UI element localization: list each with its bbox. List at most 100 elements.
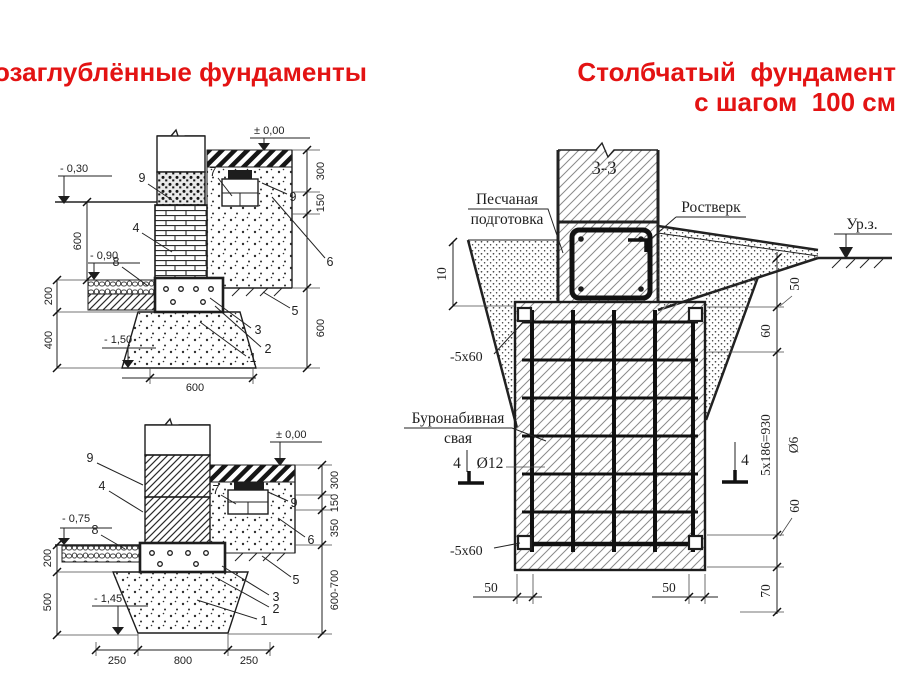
sand-label-leader <box>468 208 564 254</box>
column-upper <box>144 424 211 456</box>
block-7-lines <box>222 192 258 206</box>
mark-zero-flag <box>270 441 322 458</box>
dim-600-700: 600-700 <box>329 570 341 610</box>
dim-60-bottom: 60 <box>787 499 802 513</box>
label-8: 8 <box>113 255 120 269</box>
excavation-slope-right <box>704 276 760 421</box>
leader-9a <box>147 183 173 201</box>
dim-ext-left <box>57 279 138 369</box>
label-6: 6 <box>308 533 315 547</box>
mark-minus-090: - 0,90 <box>90 250 118 262</box>
column-upper <box>156 135 206 173</box>
leader-9a <box>96 462 144 486</box>
mark-minus-150: - 1,50 <box>104 334 132 346</box>
label-6: 6 <box>327 255 334 269</box>
plate-label-bottom: -5x60 <box>450 544 483 559</box>
sand-label-line2: подготовка <box>471 211 544 228</box>
heading-shallow-foundations: озаглублённые фундаменты <box>0 57 367 88</box>
plate-label-bottom-leader <box>493 542 521 549</box>
heading-right-line1: Столбчатый фундамент <box>577 57 896 87</box>
pile-vertical-bars <box>530 310 695 552</box>
dim-dia6: Ø6 <box>786 437 801 454</box>
leader-8 <box>100 534 126 550</box>
leader-3 <box>209 297 252 329</box>
stirrup-corner-bars <box>578 236 644 292</box>
mark-minus-075: - 0,75 <box>62 513 90 525</box>
label-2: 2 <box>273 602 280 616</box>
section4-right-number: 4 <box>741 452 749 469</box>
block-7-lines <box>228 501 268 514</box>
dim-50-bracket <box>779 295 793 307</box>
label-9a: 9 <box>87 451 94 465</box>
rostverk-fill <box>658 226 818 310</box>
sand-label-line1: Песчаная <box>476 191 538 208</box>
footing-rebar-dots <box>163 286 214 305</box>
dim-ticks-right <box>302 145 312 373</box>
mark-zero: ± 0,00 <box>254 125 285 137</box>
leader-9b <box>267 491 289 502</box>
footing-beam <box>153 276 225 314</box>
label-4: 4 <box>133 221 140 235</box>
floor-band <box>209 464 296 483</box>
label-9a: 9 <box>139 171 146 185</box>
stirrup-frame <box>569 227 653 301</box>
stirrup-hook <box>628 238 648 252</box>
leader-1 <box>196 599 258 620</box>
dim-70: 70 <box>758 584 773 598</box>
mark-minus-090-flag <box>88 262 140 272</box>
dim-10-ticks <box>448 237 458 311</box>
dim-300: 300 <box>329 471 341 489</box>
dim-800: 800 <box>174 655 192 667</box>
plate-label-top: -5x60 <box>450 350 483 365</box>
drawing-shallow-foundation-b: ± 0,00 - 0,75 - 1,45 200 500 300 150 350… <box>42 417 341 667</box>
slab-stone-layer <box>87 279 156 295</box>
label-1: 1 <box>250 351 257 365</box>
wall-block-b <box>144 496 211 546</box>
wall-block-a <box>144 454 211 498</box>
dim-60-bottom-bracket <box>779 517 793 537</box>
dim-200: 200 <box>42 549 54 567</box>
leader-2 <box>214 305 262 348</box>
dim-ext-right <box>707 306 784 613</box>
label-9b: 9 <box>290 190 297 204</box>
dim-ext-right <box>228 464 332 635</box>
leader-9b <box>261 182 288 195</box>
dim-50-bottom-ext <box>516 574 706 604</box>
dim-600-left: 600 <box>72 232 84 250</box>
rubble-pad <box>111 571 249 634</box>
dim-ticks-right <box>772 253 782 617</box>
anchor-plates <box>516 306 704 551</box>
pile-label-line2: свая <box>444 430 472 447</box>
mark-minus-150-arrow <box>122 360 134 368</box>
leader-1 <box>199 321 247 357</box>
dim-50-right: 50 <box>662 580 676 595</box>
excavation-slope-left <box>466 239 519 429</box>
ground-hachure <box>831 258 884 269</box>
rostverk-label: Ростверк <box>681 199 741 216</box>
label-3: 3 <box>255 323 262 337</box>
pile-ties <box>522 320 698 514</box>
label-2: 2 <box>265 342 272 356</box>
footing-beam <box>138 541 227 574</box>
label-9b: 9 <box>291 496 298 510</box>
leader-5 <box>261 555 292 578</box>
section4-left-cut-symbol <box>458 471 484 485</box>
section4-right-cut-symbol <box>722 470 748 484</box>
dim-50-top: 50 <box>787 277 802 291</box>
column-base-speckled <box>156 171 206 206</box>
ground-level-label: Ур.з. <box>846 216 877 233</box>
label-3: 3 <box>273 590 280 604</box>
rostverk-label-leader <box>651 216 746 239</box>
label-4: 4 <box>99 479 106 493</box>
dim-ticks-left <box>52 540 62 640</box>
footing-rebar-dots <box>149 550 209 567</box>
dim-ext-bottom <box>95 633 271 656</box>
dim-ticks-bottom <box>91 645 275 655</box>
dim-50-bottom-ticks <box>512 592 710 602</box>
section4-left-number: 4 <box>453 455 461 472</box>
mark-minus-030: - 0,30 <box>60 163 88 175</box>
mark-zero: ± 0,00 <box>276 429 307 441</box>
leader-3 <box>221 565 270 596</box>
label-1: 1 <box>261 614 268 628</box>
